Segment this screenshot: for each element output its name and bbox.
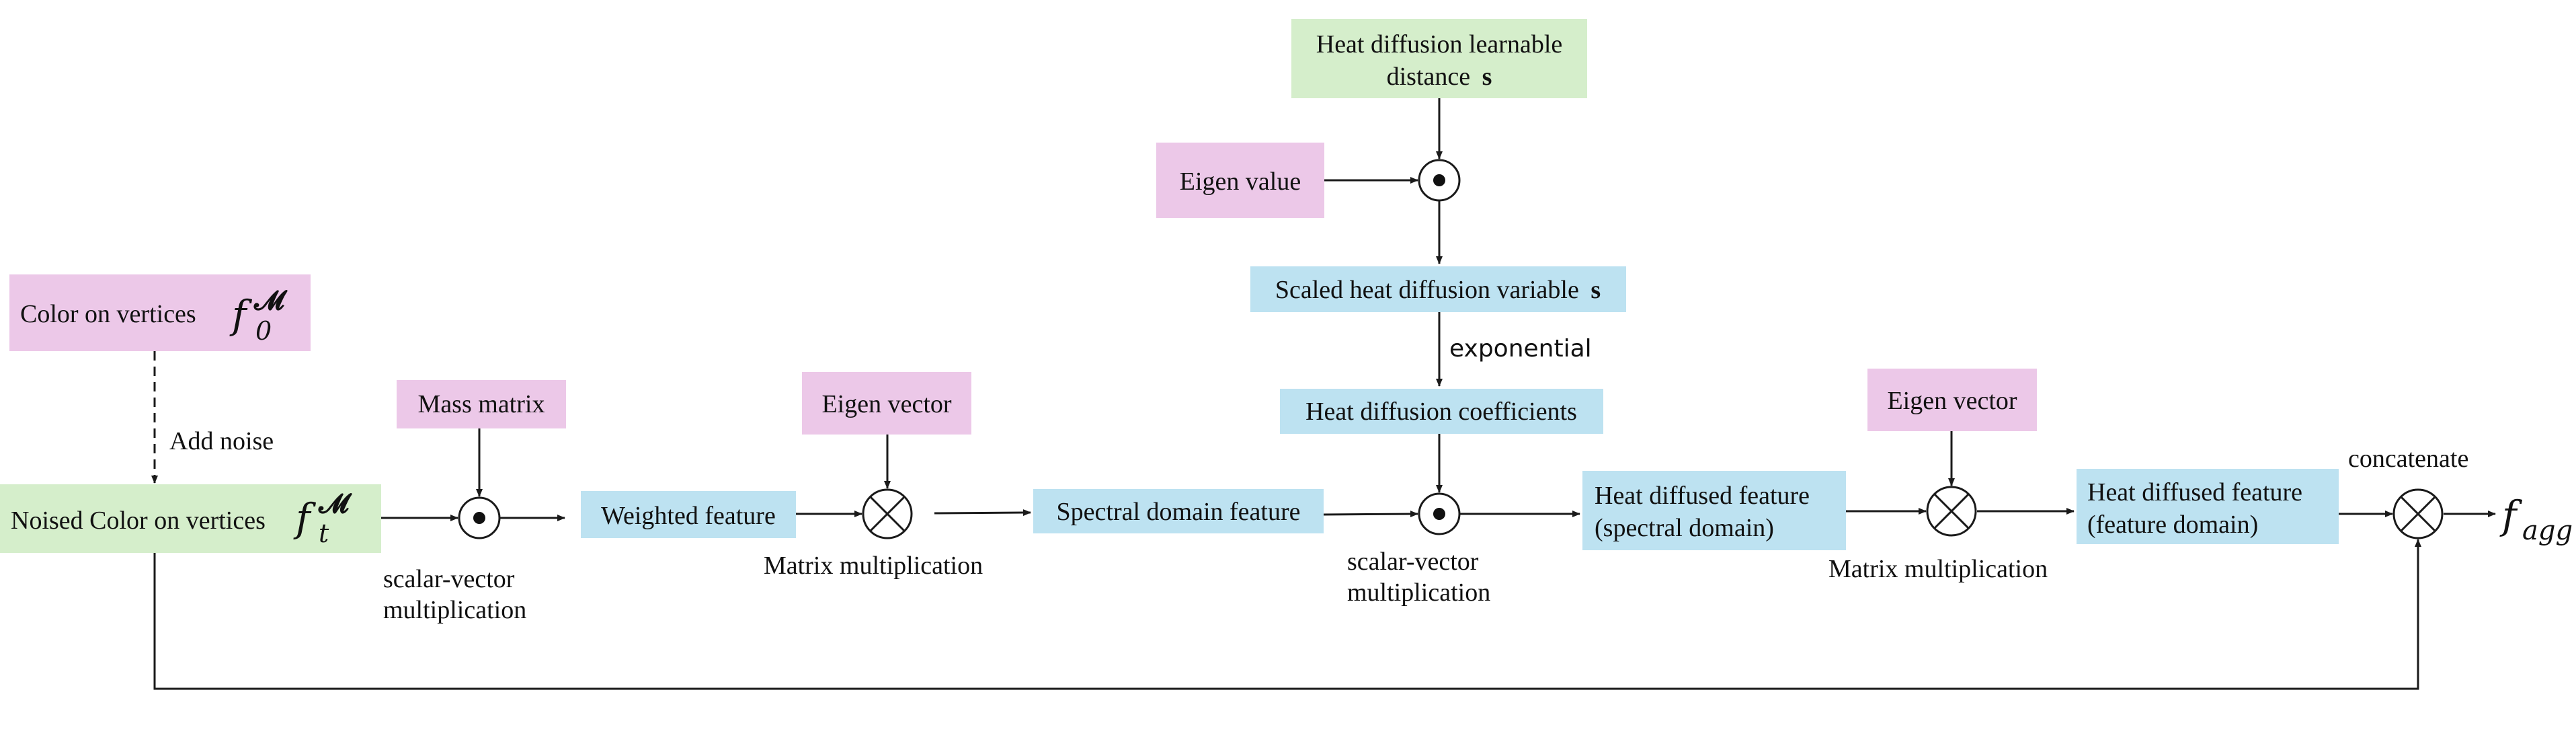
- output-base: f: [2499, 492, 2523, 538]
- node-weighted-feature: Weighted feature: [581, 491, 796, 538]
- scalar-vector-1-line2: multiplication: [383, 596, 526, 624]
- color-on-vertices-label: Color on vertices: [20, 300, 196, 328]
- eigen-vector-2-label: Eigen vector: [1887, 387, 2017, 415]
- scalar-vector-1-line1: scalar-vector: [383, 565, 515, 593]
- color-on-vertices-math-sub: 0: [255, 316, 272, 346]
- node-heat-learnable: Heat diffusion learnable distance s: [1291, 19, 1587, 98]
- heat-diffused-spectral-line1: Heat diffused feature: [1595, 482, 1810, 510]
- heat-learnable-line1: Heat diffusion learnable: [1316, 30, 1563, 59]
- heat-diffused-feature-line2: (feature domain): [2087, 511, 2258, 539]
- dot-operator-eigen-value: [1418, 159, 1461, 202]
- heat-coefficients-label: Heat diffusion coefficients: [1305, 398, 1577, 426]
- eigen-value-label: Eigen value: [1180, 167, 1301, 196]
- edges: [151, 98, 2496, 690]
- scalar-vector-2-line1: scalar-vector: [1347, 548, 1479, 576]
- heat-learnable-s: s: [1482, 63, 1492, 91]
- color-on-vertices-math-sup: 𝓜: [253, 285, 288, 315]
- scaled-heat-s: s: [1591, 276, 1601, 304]
- concatenate-label: concatenate: [2348, 445, 2468, 473]
- eigen-vector-1-label: Eigen vector: [821, 390, 951, 418]
- matrix-mult-2-label: Matrix multiplication: [1828, 555, 2048, 583]
- mass-matrix-label: Mass matrix: [418, 390, 545, 418]
- noised-color-label: Noised Color on vertices: [11, 506, 266, 535]
- dot-operator-2: [1418, 492, 1461, 535]
- weighted-feature-label: Weighted feature: [601, 502, 776, 530]
- times-operator-1: [862, 488, 913, 539]
- times-operator-2: [1926, 486, 1977, 537]
- node-heat-diffused-feature: Heat diffused feature (feature domain): [2077, 469, 2339, 544]
- dot-operator-1: [458, 496, 501, 539]
- scalar-vector-2-line2: multiplication: [1347, 578, 1490, 607]
- node-color-on-vertices: Color on vertices f 0 𝓜: [9, 274, 311, 351]
- scaled-heat-label: Scaled heat diffusion variable: [1275, 276, 1579, 304]
- add-noise-label: Add noise: [169, 427, 274, 455]
- heat-learnable-line2: distance: [1387, 63, 1471, 91]
- node-mass-matrix: Mass matrix: [397, 380, 566, 428]
- node-heat-diffused-spectral: Heat diffused feature (spectral domain): [1582, 471, 1846, 550]
- heat-diffused-feature-line1: Heat diffused feature: [2087, 478, 2302, 506]
- exponential-label: exponential: [1449, 335, 1592, 363]
- node-eigen-value: Eigen value: [1156, 143, 1324, 218]
- edge-spectral-to-dot: [1323, 511, 1418, 518]
- svg-text:Scaled heat diffusion variable: Scaled heat diffusion variable s: [1275, 276, 1601, 304]
- svg-text:distance s: distance s: [1387, 63, 1492, 91]
- concat-operator: [2392, 488, 2444, 539]
- node-heat-coefficients: Heat diffusion coefficients: [1280, 389, 1603, 434]
- node-eigen-vector-2: Eigen vector: [1867, 369, 2037, 431]
- noised-color-math-sup: 𝓜: [318, 488, 352, 519]
- node-scaled-heat: Scaled heat diffusion variable s: [1250, 266, 1626, 312]
- node-eigen-vector-1: Eigen vector: [802, 372, 971, 435]
- spectral-feature-label: Spectral domain feature: [1057, 498, 1301, 526]
- edge-skip-connection: [153, 539, 2421, 690]
- noised-color-math-sub: t: [319, 519, 329, 548]
- node-noised-color: Noised Color on vertices f t 𝓜: [0, 484, 381, 553]
- output-f-agg: f agg: [2499, 492, 2573, 546]
- heat-diffused-spectral-line2: (spectral domain): [1595, 514, 1774, 542]
- edge-labels: Add noise scalar-vector multiplication M…: [169, 335, 2468, 624]
- output-sub: agg: [2522, 515, 2573, 546]
- node-spectral-feature: Spectral domain feature: [1033, 489, 1324, 533]
- matrix-mult-1-label: Matrix multiplication: [764, 552, 983, 580]
